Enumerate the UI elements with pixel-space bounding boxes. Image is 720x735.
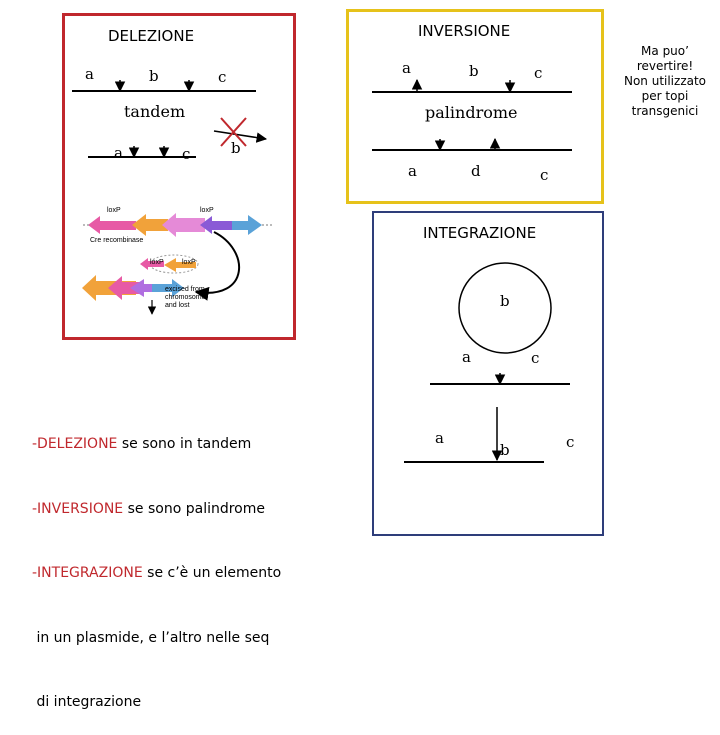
side-note-line3: Non utilizzato bbox=[612, 74, 718, 89]
figure-cre-label: Cre recombinase bbox=[90, 237, 143, 244]
integration-row1-a: a bbox=[462, 348, 471, 366]
gene-arrow-top-mid bbox=[162, 213, 205, 237]
loxp-arrow-top-left bbox=[88, 216, 136, 234]
summary-line2-rest: se sono palindrome bbox=[123, 501, 265, 517]
figure-loxp-2: loxP bbox=[200, 207, 214, 214]
integration-circle-b: b bbox=[500, 292, 510, 310]
summary-line3: -INTEGRAZIONE se c’è un elemento bbox=[32, 563, 281, 585]
summary-line4: in un plasmide, e l’altro nelle seq bbox=[32, 628, 281, 650]
integration-row1-c: c bbox=[531, 349, 539, 367]
summary-line5: di integrazione bbox=[32, 692, 281, 714]
integration-row2-c: c bbox=[566, 433, 574, 451]
integration-row2-b: b bbox=[500, 441, 510, 459]
figure-loxp-1: loxP bbox=[107, 207, 121, 214]
summary-line1-rest: se sono in tandem bbox=[117, 436, 251, 452]
inversion-row2-a: a bbox=[408, 162, 417, 180]
side-note: Ma puo’ revertire! Non utilizzato per to… bbox=[612, 44, 718, 119]
deletion-label-c: c bbox=[218, 68, 226, 86]
inversion-palindrome-label: palindrome bbox=[425, 103, 517, 122]
summary-line2: -INVERSIONE se sono palindrome bbox=[32, 499, 281, 521]
inversion-row2-c: c bbox=[540, 166, 548, 184]
side-note-line5: transgenici bbox=[612, 104, 718, 119]
summary-block: -DELEZIONE se sono in tandem -INVERSIONE… bbox=[32, 391, 281, 735]
figure-loxp-4: loxP bbox=[182, 259, 196, 266]
deletion-label-a: a bbox=[85, 65, 94, 83]
figure-loxp-3: loxP bbox=[150, 259, 164, 266]
deletion-tandem-label: tandem bbox=[124, 102, 185, 121]
integration-row2-a: a bbox=[435, 429, 444, 447]
side-note-line4: per topi bbox=[612, 89, 718, 104]
arrow-right-top bbox=[232, 215, 262, 235]
summary-line3-rest: se c’è un elemento bbox=[143, 565, 282, 581]
summary-line1: -DELEZIONE se sono in tandem bbox=[32, 434, 281, 456]
summary-deletion-keyword: -DELEZIONE bbox=[32, 436, 117, 452]
figure-excised-label: excised from chromosome and lost bbox=[165, 286, 217, 310]
deletion-row2-c: c bbox=[182, 145, 190, 163]
side-note-line1: Ma puo’ bbox=[612, 44, 718, 59]
deletion-row2-a: a bbox=[114, 144, 123, 162]
side-note-line2: revertire! bbox=[612, 59, 718, 74]
summary-integration-keyword: -INTEGRAZIONE bbox=[32, 565, 143, 581]
inversion-label-b: b bbox=[469, 62, 479, 80]
inversion-label-a: a bbox=[402, 59, 411, 77]
inversion-title: INVERSIONE bbox=[418, 22, 510, 40]
inversion-row2-d: d bbox=[471, 162, 481, 180]
integration-title: INTEGRAZIONE bbox=[423, 224, 536, 242]
deletion-label-b: b bbox=[149, 67, 159, 85]
summary-inversion-keyword: -INVERSIONE bbox=[32, 501, 123, 517]
deletion-row2-b: b bbox=[231, 139, 241, 157]
recombinase-curve bbox=[196, 232, 239, 293]
deletion-title: DELEZIONE bbox=[108, 27, 194, 45]
inversion-label-c: c bbox=[534, 64, 542, 82]
